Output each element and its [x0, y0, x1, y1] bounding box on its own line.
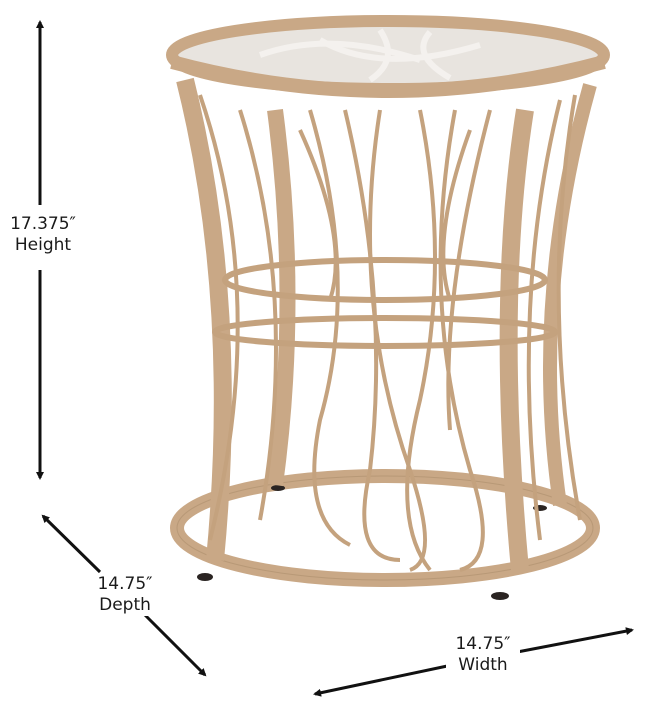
table-body: [166, 15, 610, 600]
depth-text: Depth: [99, 595, 151, 615]
height-label: 17.375″ Height: [6, 214, 80, 256]
depth-arrow: [41, 514, 207, 677]
depth-value: 14.75″: [97, 574, 153, 594]
height-text: Height: [14, 235, 72, 255]
width-arrow: [313, 627, 634, 697]
width-value: 14.75″: [455, 634, 511, 654]
width-label: 14.75″ Width: [446, 634, 520, 676]
depth-label: 14.75″ Depth: [88, 574, 162, 616]
height-value: 17.375″: [10, 214, 76, 234]
width-text: Width: [458, 655, 508, 675]
